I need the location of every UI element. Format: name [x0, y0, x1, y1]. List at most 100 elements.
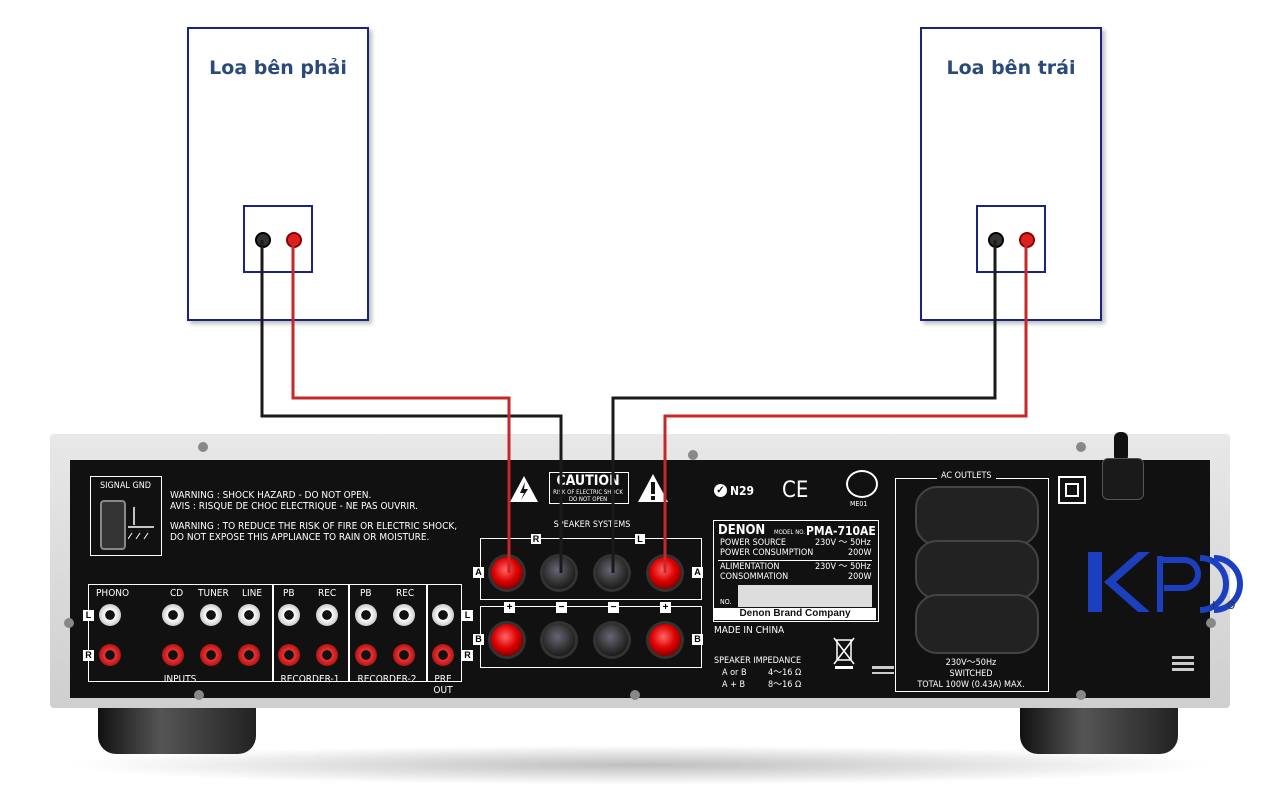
left-speaker-label: Loa bên trái — [946, 57, 1076, 79]
rating-label-box — [713, 520, 879, 622]
pre-label: PRE — [434, 674, 452, 685]
speaker-systems-label: SPEAKER SYSTEMS — [553, 520, 631, 530]
power-source-value: 230V ～ 50Hz — [815, 538, 871, 548]
exclamation-warning-icon — [638, 474, 668, 502]
phono-label: PHONO — [96, 588, 130, 599]
ac-outlets-label: AC OUTLETS — [937, 471, 996, 481]
rec2-rec-r-jack[interactable] — [393, 644, 415, 666]
ac-outlet-3[interactable] — [915, 594, 1039, 654]
inputs-frame — [88, 584, 274, 682]
screw-icon — [688, 450, 698, 460]
warning-line-1: WARNING : SHOCK HAZARD - DO NOT OPEN. — [170, 490, 372, 501]
model-no-label: MODEL NO. — [774, 529, 805, 536]
row-b-tag-right: B — [692, 634, 703, 645]
weee-bin-icon — [833, 637, 855, 669]
pre-out-frame — [426, 584, 462, 682]
vent-slots — [1172, 656, 1194, 674]
signal-gnd-terminal[interactable] — [100, 500, 126, 550]
amp-foot-left — [98, 704, 256, 754]
power-cons-value: 200W — [848, 548, 872, 558]
screw-icon — [1076, 690, 1086, 700]
power-source-label: POWER SOURCE — [720, 538, 786, 548]
ac-line-3: TOTAL 100W (0.43A) MAX. — [917, 680, 1025, 690]
terminal-b-l-positive[interactable] — [649, 624, 681, 656]
preout-l-jack[interactable] — [432, 604, 454, 626]
ac-line-2: SWITCHED — [949, 669, 993, 679]
ac-outlet-1[interactable] — [915, 486, 1039, 546]
screw-icon — [64, 618, 74, 628]
caution-sub-1: RISK OF ELECTRIC SHOCK — [553, 489, 623, 496]
warning-line-4: DO NOT EXPOSE THIS APPLIANCE TO RAIN OR … — [170, 532, 430, 543]
made-in-label: MADE IN CHINA — [714, 625, 785, 636]
lightning-warning-icon — [510, 476, 538, 502]
screw-icon — [1206, 618, 1216, 628]
row-a-tag-right: A — [692, 567, 703, 578]
brand-label: DENON — [718, 523, 766, 538]
terminal-b-r-positive[interactable] — [491, 624, 523, 656]
tuner-l-jack[interactable] — [200, 604, 222, 626]
terminal-a-r-negative[interactable] — [543, 557, 575, 589]
caution-box — [549, 472, 629, 504]
double-insulation-icon — [1058, 476, 1086, 504]
ground-icon — [128, 507, 154, 540]
check-icon: ✓ — [714, 484, 727, 497]
line-r-jack[interactable] — [238, 644, 260, 666]
serial-no-field — [738, 585, 872, 607]
phono-r-jack[interactable] — [99, 644, 121, 666]
line-l-jack[interactable] — [238, 604, 260, 626]
rec2-pb-l-jack[interactable] — [355, 604, 377, 626]
row-a-tag-left: A — [473, 567, 484, 578]
terminal-b-l-negative[interactable] — [596, 624, 628, 656]
left-negative-wire — [611, 240, 997, 573]
warning-line-2: AVIS : RISQUE DE CHOC ELECTRIQUE - NE PA… — [170, 501, 418, 512]
phono-l-jack[interactable] — [99, 604, 121, 626]
row-b-tag-left: B — [473, 634, 484, 645]
n29-mark: N29 — [730, 484, 755, 498]
cd-l-jack[interactable] — [162, 604, 184, 626]
screw-icon — [1076, 442, 1086, 452]
right-negative-wire — [260, 240, 563, 573]
impedance-1-label: A or B — [722, 668, 747, 678]
warning-line-3: WARNING : TO REDUCE THE RISK OF FIRE OR … — [170, 521, 458, 532]
out-label: OUT — [433, 685, 453, 696]
screw-icon — [194, 690, 204, 700]
plus-tag-l: + — [660, 602, 671, 613]
inputs-label: INPUTS — [163, 674, 197, 685]
amp-shadow — [60, 745, 1220, 785]
plus-tag-r: + — [504, 602, 515, 613]
tuner-r-jack[interactable] — [200, 644, 222, 666]
alimentation-label: ALIMENTATION — [720, 562, 780, 572]
preout-r-jack[interactable] — [432, 644, 454, 666]
rating-divider — [718, 560, 872, 561]
right-speaker-label: Loa bên phải — [209, 57, 347, 79]
rec2-pb-r-jack[interactable] — [355, 644, 377, 666]
consommation-value: 200W — [848, 572, 872, 582]
impedance-title: SPEAKER IMPEDANCE — [714, 656, 802, 666]
serial-no-label: NO. — [720, 598, 732, 606]
rec1-rec-l-jack[interactable] — [316, 604, 338, 626]
recorder2-frame — [348, 584, 428, 682]
rec2-rec-l-jack[interactable] — [393, 604, 415, 626]
rec1-rec-r-jack[interactable] — [316, 644, 338, 666]
preout-l-tag: L — [462, 610, 473, 621]
model-label: PMA-710AE — [806, 524, 876, 538]
screw-icon — [198, 442, 208, 452]
company-label: Denon Brand Company — [739, 608, 851, 619]
rec1-pb-r-jack[interactable] — [278, 644, 300, 666]
company-bar — [714, 608, 876, 620]
line-label: LINE — [242, 588, 263, 599]
terminal-a-r-positive[interactable] — [491, 557, 523, 589]
alimentation-value: 230V ～ 50Hz — [815, 562, 871, 572]
minus-tag-r: − — [556, 602, 567, 613]
rec1-pb-l-jack[interactable] — [278, 604, 300, 626]
cd-label: CD — [170, 588, 184, 599]
right-positive-wire — [291, 240, 511, 573]
recorder1-label: RECORDER-1 — [280, 674, 340, 685]
preout-r-tag: R — [462, 650, 473, 661]
consommation-label: CONSOMMATION — [720, 572, 789, 582]
impedance-1-value: 4～16 Ω — [768, 668, 802, 678]
terminal-b-r-negative[interactable] — [543, 624, 575, 656]
cd-r-jack[interactable] — [162, 644, 184, 666]
caution-label: CAUTION — [556, 473, 620, 489]
